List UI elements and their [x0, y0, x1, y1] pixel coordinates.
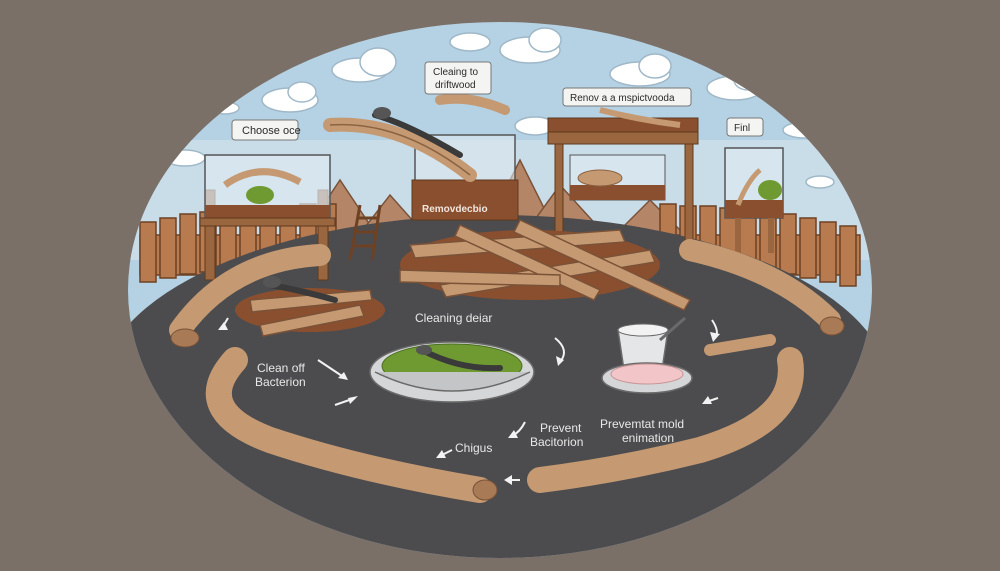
prevent-bacitorion-label: Bacitorion: [530, 435, 583, 449]
bucket-icon: [617, 316, 686, 371]
clean-off-label: Clean off: [257, 361, 305, 375]
chigus-label: Chigus: [455, 441, 492, 455]
enimation-label: enimation: [622, 431, 674, 445]
driftwood-icon: [169, 244, 498, 503]
driftwood-label: driftwood: [435, 80, 476, 91]
terrarium-icon: [199, 154, 336, 281]
cleaning-to-label: Cleaing to: [433, 67, 478, 78]
cloud-icon: [164, 27, 835, 189]
renov-tag: Renov a a mspictvooda: [562, 87, 692, 107]
final-label: Finl: [734, 123, 750, 134]
prevent-label: Prevent: [540, 421, 582, 435]
clean-off-bacterion-label: Bacterion: [255, 375, 306, 389]
cleaning-deiar-label: Cleaning deiar: [415, 311, 492, 325]
choose-label: Choose oce: [242, 125, 301, 137]
salamander-icon: [372, 107, 463, 158]
driftwood-icon: [323, 93, 510, 182]
cleaning-tag: Cleaing to driftwood: [424, 61, 492, 95]
prevent-mold-label: Prevemtat mold: [600, 417, 684, 431]
driftwood-icon: [235, 288, 385, 337]
final-tag: Finl: [726, 117, 764, 137]
removed-label: Removdecbio: [422, 204, 488, 215]
driftwood-icon: [399, 219, 692, 311]
salamander-icon: [263, 276, 338, 303]
salamander-icon: [416, 345, 503, 372]
terrarium-icon: [724, 147, 784, 253]
driftwood-icon: [527, 239, 845, 493]
terrarium-icon: [547, 107, 699, 245]
choose-tag: Choose oce: [231, 119, 301, 141]
renov-label: Renov a a mspictvooda: [570, 93, 675, 104]
cycle-arrow-icon: [218, 317, 720, 485]
ladder-icon: [348, 204, 382, 261]
bowl-icon: [369, 341, 535, 403]
bowl-icon: [601, 362, 693, 394]
